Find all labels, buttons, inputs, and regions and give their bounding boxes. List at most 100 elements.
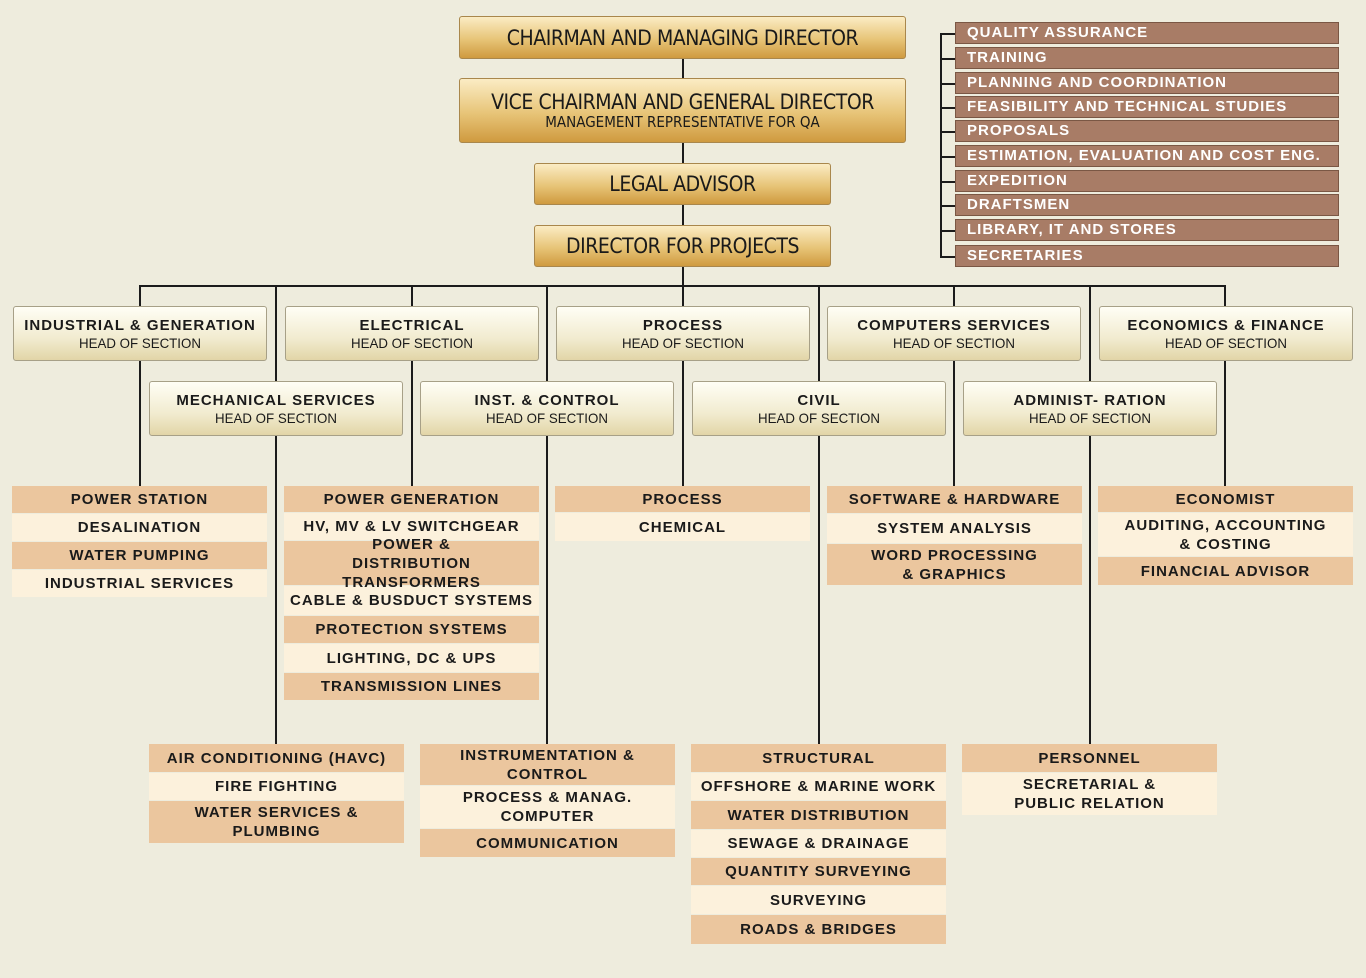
connector-staff-tick bbox=[940, 156, 956, 158]
section-head-label: HEAD OF SECTION bbox=[622, 334, 744, 351]
section-instrument: INST. & CONTROL HEAD OF SECTION bbox=[420, 381, 674, 436]
vice-chairman-title: VICE CHAIRMAN AND GENERAL DIRECTOR bbox=[491, 90, 874, 114]
director-projects-title: DIRECTOR FOR PROJECTS bbox=[565, 234, 800, 258]
section-title: CIVIL bbox=[797, 391, 841, 409]
section-title: ADMINIST- RATION bbox=[1013, 391, 1167, 409]
unit-item: AUDITING, ACCOUNTING & COSTING bbox=[1098, 513, 1353, 557]
section-title: MECHANICAL SERVICES bbox=[176, 391, 376, 409]
section-industrial: INDUSTRIAL & GENERATION HEAD OF SECTION bbox=[13, 306, 267, 361]
section-title: INST. & CONTROL bbox=[474, 391, 620, 409]
connector-staff-bracket bbox=[940, 33, 942, 258]
unit-item: FIRE FIGHTING bbox=[149, 773, 404, 801]
connector-industrial bbox=[139, 285, 141, 487]
connector-instrument bbox=[546, 285, 548, 746]
units-electrical: POWER GENERATION HV, MV & LV SWITCHGEAR … bbox=[284, 486, 539, 701]
unit-item: INDUSTRIAL SERVICES bbox=[12, 570, 267, 598]
staff-unit: LIBRARY, IT AND STORES bbox=[955, 219, 1339, 241]
section-head-label: HEAD OF SECTION bbox=[351, 334, 473, 351]
connector-staff-tick bbox=[940, 181, 956, 183]
legal-advisor-box: LEGAL ADVISOR bbox=[534, 163, 831, 205]
unit-item: PERSONNEL bbox=[962, 744, 1217, 773]
staff-unit: FEASIBILITY AND TECHNICAL STUDIES bbox=[955, 96, 1339, 118]
chairman-box: CHAIRMAN AND MANAGING DIRECTOR bbox=[459, 16, 906, 59]
units-process: PROCESS CHEMICAL bbox=[555, 486, 810, 542]
unit-item: SURVEYING bbox=[691, 886, 946, 915]
section-head-label: HEAD OF SECTION bbox=[79, 334, 201, 351]
unit-item: FINANCIAL ADVISOR bbox=[1098, 557, 1353, 586]
staff-unit: EXPEDITION bbox=[955, 170, 1339, 192]
connector-process bbox=[682, 285, 684, 487]
section-mechanical: MECHANICAL SERVICES HEAD OF SECTION bbox=[149, 381, 403, 436]
staff-unit: PLANNING AND COORDINATION bbox=[955, 72, 1339, 94]
connector-staff-tick bbox=[940, 205, 956, 207]
unit-item: WATER DISTRIBUTION bbox=[691, 801, 946, 830]
connector-staff-tick bbox=[940, 107, 956, 109]
units-instrument: INSTRUMENTATION & CONTROL PROCESS & MANA… bbox=[420, 744, 675, 858]
connector-computers bbox=[953, 285, 955, 487]
connector-electrical bbox=[411, 285, 413, 487]
section-civil: CIVIL HEAD OF SECTION bbox=[692, 381, 946, 436]
unit-item: SOFTWARE & HARDWARE bbox=[827, 486, 1082, 514]
units-civil: STRUCTURAL OFFSHORE & MARINE WORK WATER … bbox=[691, 744, 946, 945]
section-economics: ECONOMICS & FINANCE HEAD OF SECTION bbox=[1099, 306, 1353, 361]
unit-item: OFFSHORE & MARINE WORK bbox=[691, 773, 946, 801]
connector-admin bbox=[1089, 285, 1091, 746]
staff-unit: SECRETARIES bbox=[955, 245, 1339, 267]
section-head-label: HEAD OF SECTION bbox=[758, 409, 880, 426]
unit-item: AIR CONDITIONING (HAVC) bbox=[149, 744, 404, 773]
unit-item: WATER PUMPING bbox=[12, 542, 267, 570]
unit-item: POWER & DISTRIBUTION TRANSFORMERS bbox=[284, 536, 539, 591]
units-economics: ECONOMIST AUDITING, ACCOUNTING & COSTING… bbox=[1098, 486, 1353, 586]
unit-item: DESALINATION bbox=[12, 514, 267, 542]
section-head-label: HEAD OF SECTION bbox=[215, 409, 337, 426]
section-head-label: HEAD OF SECTION bbox=[893, 334, 1015, 351]
unit-item: QUANTITY SURVEYING bbox=[691, 858, 946, 886]
section-title: PROCESS bbox=[642, 316, 724, 334]
units-mechanical: AIR CONDITIONING (HAVC) FIRE FIGHTING WA… bbox=[149, 744, 404, 844]
staff-unit: PROPOSALS bbox=[955, 120, 1339, 142]
chairman-title: CHAIRMAN AND MANAGING DIRECTOR bbox=[506, 25, 859, 50]
unit-item: POWER GENERATION bbox=[284, 486, 539, 513]
section-title: COMPUTERS SERVICES bbox=[857, 316, 1051, 334]
staff-unit: TRAINING bbox=[955, 47, 1339, 69]
staff-unit: ESTIMATION, EVALUATION AND COST ENG. bbox=[955, 145, 1339, 167]
unit-item: ROADS & BRIDGES bbox=[691, 915, 946, 945]
unit-item: TRANSMISSION LINES bbox=[284, 673, 539, 701]
section-computers: COMPUTERS SERVICES HEAD OF SECTION bbox=[827, 306, 1081, 361]
section-title: INDUSTRIAL & GENERATION bbox=[24, 316, 256, 334]
units-computers: SOFTWARE & HARDWARE SYSTEM ANALYSIS WORD… bbox=[827, 486, 1082, 586]
unit-item: SYSTEM ANALYSIS bbox=[827, 514, 1082, 544]
unit-item: CHEMICAL bbox=[555, 513, 810, 542]
section-head-label: HEAD OF SECTION bbox=[1029, 409, 1151, 426]
unit-item: POWER STATION bbox=[12, 486, 267, 514]
unit-item: WORD PROCESSING & GRAPHICS bbox=[827, 544, 1082, 586]
section-title: ECONOMICS & FINANCE bbox=[1127, 316, 1325, 334]
unit-item: SECRETARIAL & PUBLIC RELATION bbox=[962, 773, 1217, 816]
unit-item: SEWAGE & DRAINAGE bbox=[691, 830, 946, 858]
staff-unit: DRAFTSMEN bbox=[955, 194, 1339, 216]
connector-mechanical bbox=[275, 285, 277, 746]
connector-staff-tick bbox=[940, 83, 956, 85]
section-process: PROCESS HEAD OF SECTION bbox=[556, 306, 810, 361]
unit-item: CABLE & BUSDUCT SYSTEMS bbox=[284, 586, 539, 616]
connector-staff-tick bbox=[940, 58, 956, 60]
unit-item: PROTECTION SYSTEMS bbox=[284, 616, 539, 644]
director-projects-box: DIRECTOR FOR PROJECTS bbox=[534, 225, 831, 267]
section-head-label: HEAD OF SECTION bbox=[1165, 334, 1287, 351]
staff-unit: QUALITY ASSURANCE bbox=[955, 22, 1339, 44]
connector-economics bbox=[1224, 285, 1226, 487]
unit-item: WATER SERVICES & PLUMBING bbox=[149, 801, 404, 844]
unit-item: PROCESS & MANAG. COMPUTER bbox=[420, 786, 675, 829]
connector-staff-top bbox=[940, 33, 956, 35]
unit-item: PROCESS bbox=[555, 486, 810, 513]
unit-item: STRUCTURAL bbox=[691, 744, 946, 773]
connector-civil bbox=[818, 285, 820, 746]
connector-staff-tick bbox=[940, 131, 956, 133]
unit-item: LIGHTING, DC & UPS bbox=[284, 644, 539, 673]
unit-item: HV, MV & LV SWITCHGEAR bbox=[284, 513, 539, 541]
units-admin: PERSONNEL SECRETARIAL & PUBLIC RELATION bbox=[962, 744, 1217, 816]
legal-advisor-title: LEGAL ADVISOR bbox=[609, 172, 756, 196]
vice-chairman-box: VICE CHAIRMAN AND GENERAL DIRECTOR MANAG… bbox=[459, 78, 906, 143]
section-admin: ADMINIST- RATION HEAD OF SECTION bbox=[963, 381, 1217, 436]
unit-item: INSTRUMENTATION & CONTROL bbox=[420, 744, 675, 786]
